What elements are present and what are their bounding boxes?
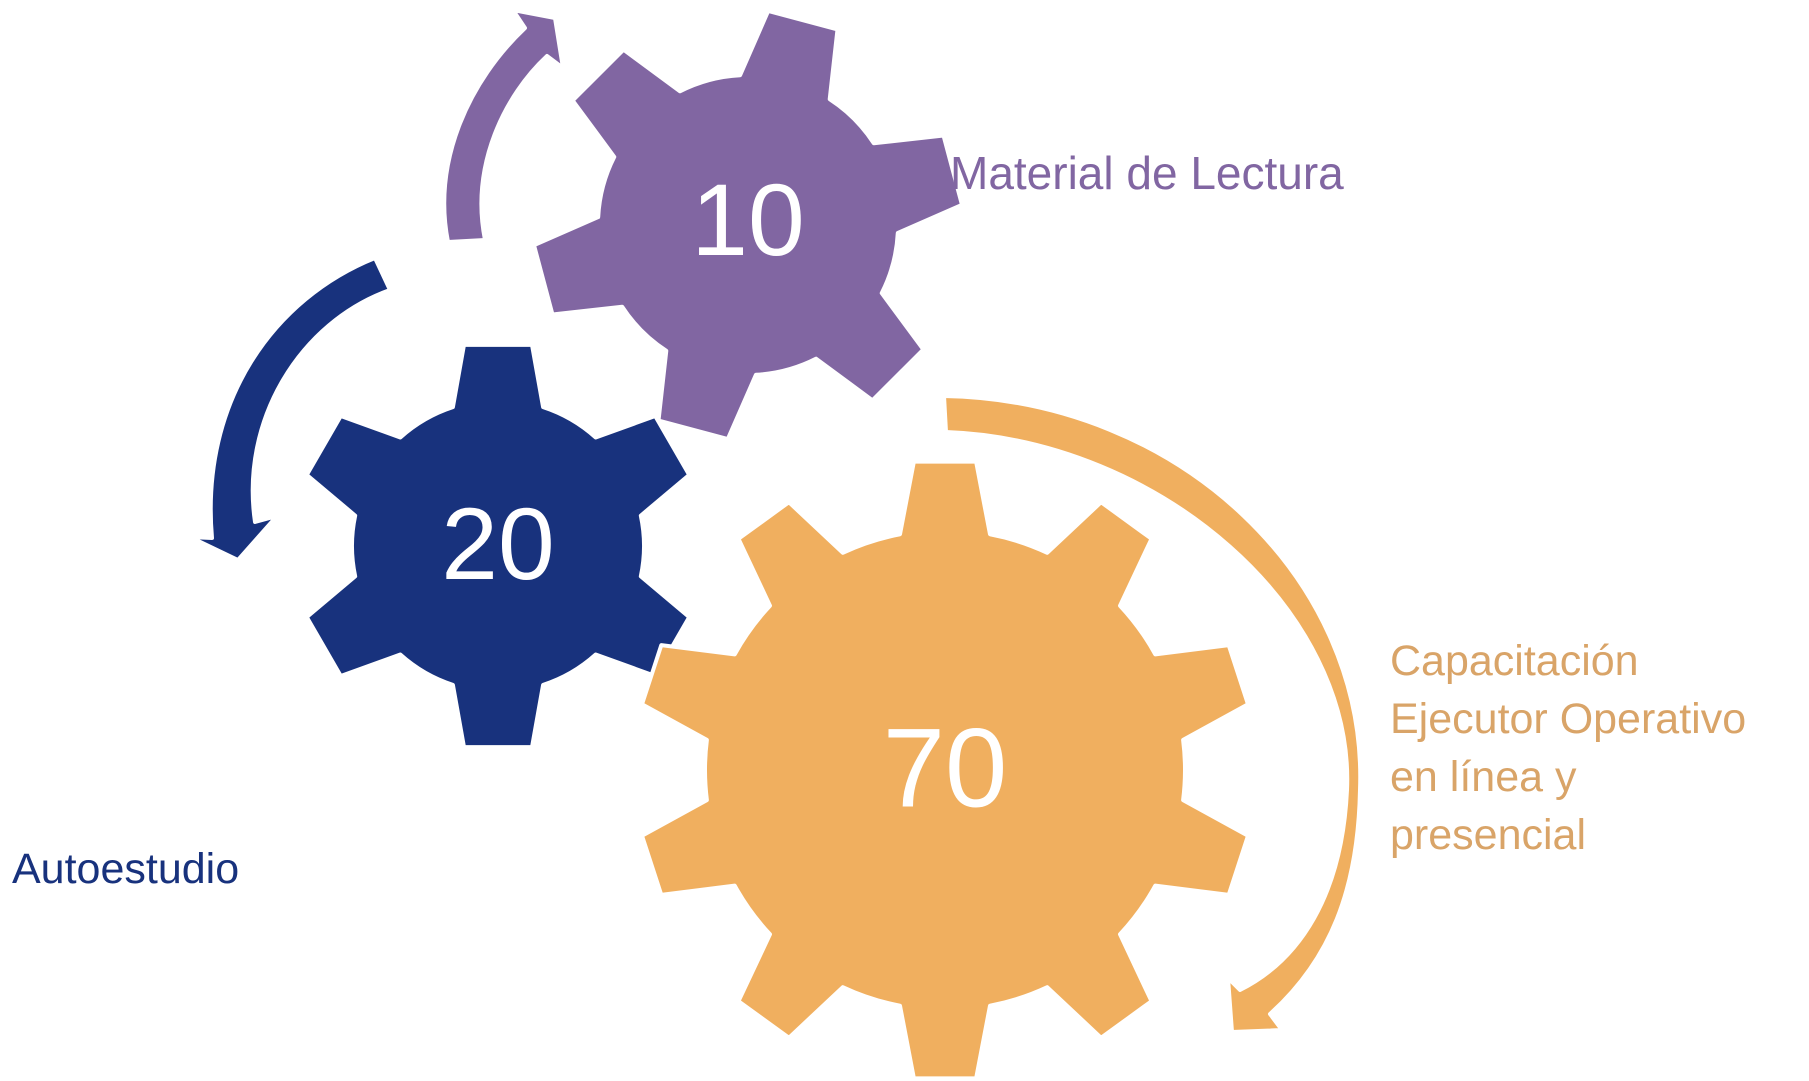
gear-70-shape (640, 459, 1250, 1081)
label-capacitacion: Capacitación Ejecutor Operativo en línea… (1390, 632, 1746, 864)
label-material-de-lectura: Material de Lectura (950, 147, 1344, 199)
gear-20-icon (304, 342, 692, 750)
gear-10-number: 10 (691, 163, 804, 277)
gear-70-number: 70 (883, 706, 1008, 831)
gear-70-icon (640, 459, 1250, 1081)
purple-curved-arrow-icon (442, 8, 565, 244)
label-capacitacion-line-1: Capacitación (1390, 637, 1639, 685)
label-capacitacion-line-4: presencial (1390, 811, 1586, 859)
navy-curved-arrow-icon (188, 256, 392, 562)
label-capacitacion-line-3: en línea y (1390, 753, 1577, 801)
label-capacitacion-line-2: Ejecutor Operativo (1390, 695, 1747, 743)
gear-20-shape (304, 342, 692, 750)
label-autoestudio: Autoestudio (12, 845, 240, 893)
gear-10-shape (532, 9, 964, 441)
orange-curved-arrow-icon (942, 394, 1363, 1034)
gear-10-icon (532, 9, 964, 441)
gear-20-number: 20 (441, 487, 554, 601)
